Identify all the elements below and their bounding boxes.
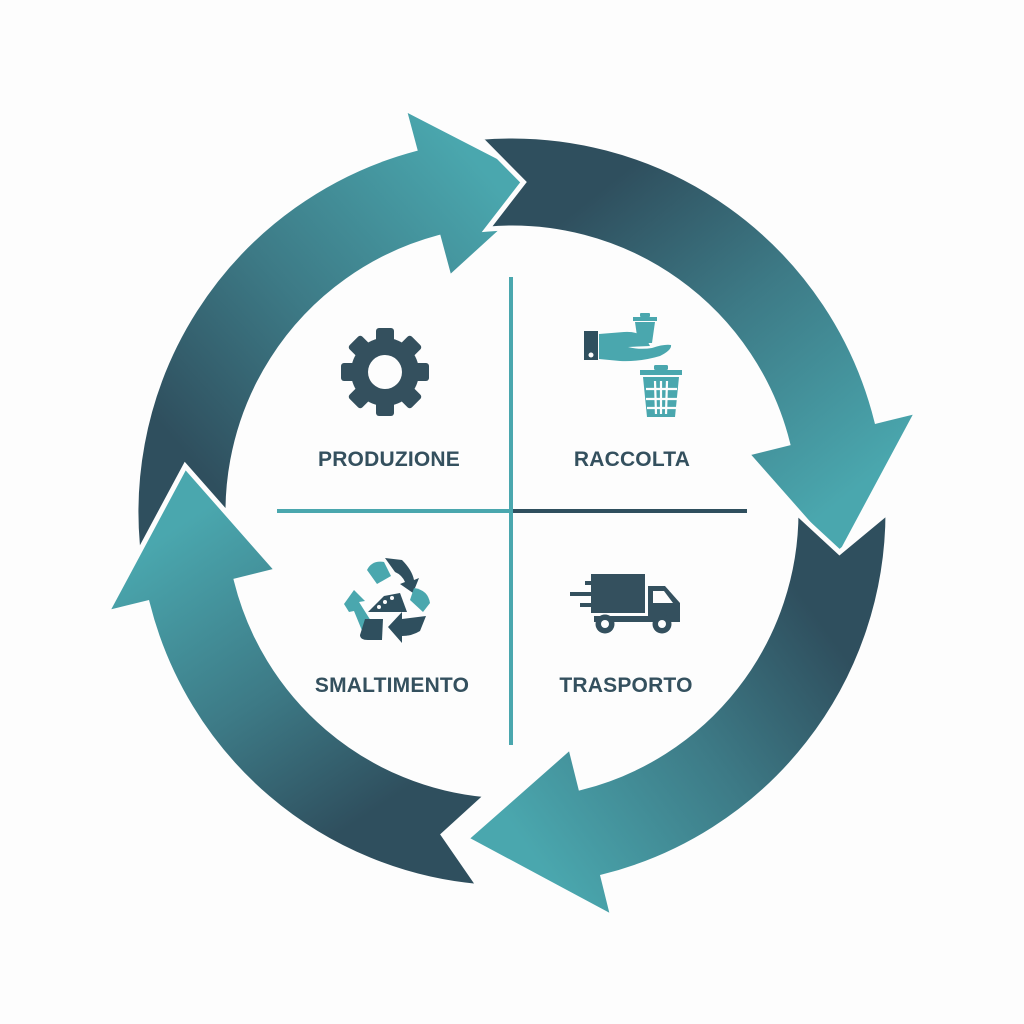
quadrant-label-produzione: PRODUZIONE xyxy=(317,448,460,471)
hand-trash-bin-icon xyxy=(584,313,682,417)
recycle-icon xyxy=(344,558,430,643)
gear-icon xyxy=(341,328,429,416)
arrow-left xyxy=(101,461,494,890)
arrow-bottom xyxy=(461,506,891,923)
quadrant-label-smaltimento: SMALTIMENTO xyxy=(314,674,470,697)
delivery-truck-icon xyxy=(570,574,680,634)
arrow-right xyxy=(473,133,923,563)
quadrant-label-trasporto: TRASPORTO xyxy=(559,674,693,697)
quadrant-label-raccolta: RACCOLTA xyxy=(573,448,691,471)
arrow-top xyxy=(133,103,557,583)
cycle-arrows xyxy=(101,103,923,923)
quadrant-divider xyxy=(277,277,747,745)
